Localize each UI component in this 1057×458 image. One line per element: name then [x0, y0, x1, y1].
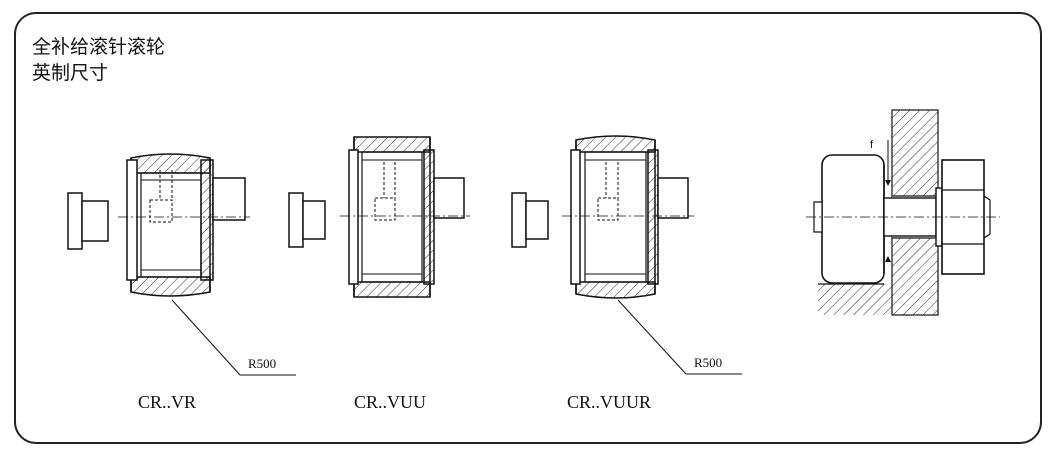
radius-label-2: R500: [694, 355, 722, 370]
bearing-cr-vuur: R500: [511, 135, 742, 375]
title-line-2: 英制尺寸: [32, 62, 109, 84]
bearing-cr-vr: R500: [67, 153, 296, 376]
model-label-cr-vuu: CR..VUU: [354, 392, 427, 412]
model-label-cr-vuur: CR..VUUR: [567, 392, 652, 412]
title-line-1: 全补给滚针滚轮: [32, 36, 166, 58]
radius-label-1: R500: [248, 356, 276, 371]
model-label-cr-vr: CR..VR: [138, 392, 197, 412]
rounded-frame: [14, 12, 1042, 444]
bearing-cr-vuu: [288, 136, 470, 298]
mounting-illustration: f: [806, 109, 1000, 316]
fit-label: f: [870, 139, 874, 151]
